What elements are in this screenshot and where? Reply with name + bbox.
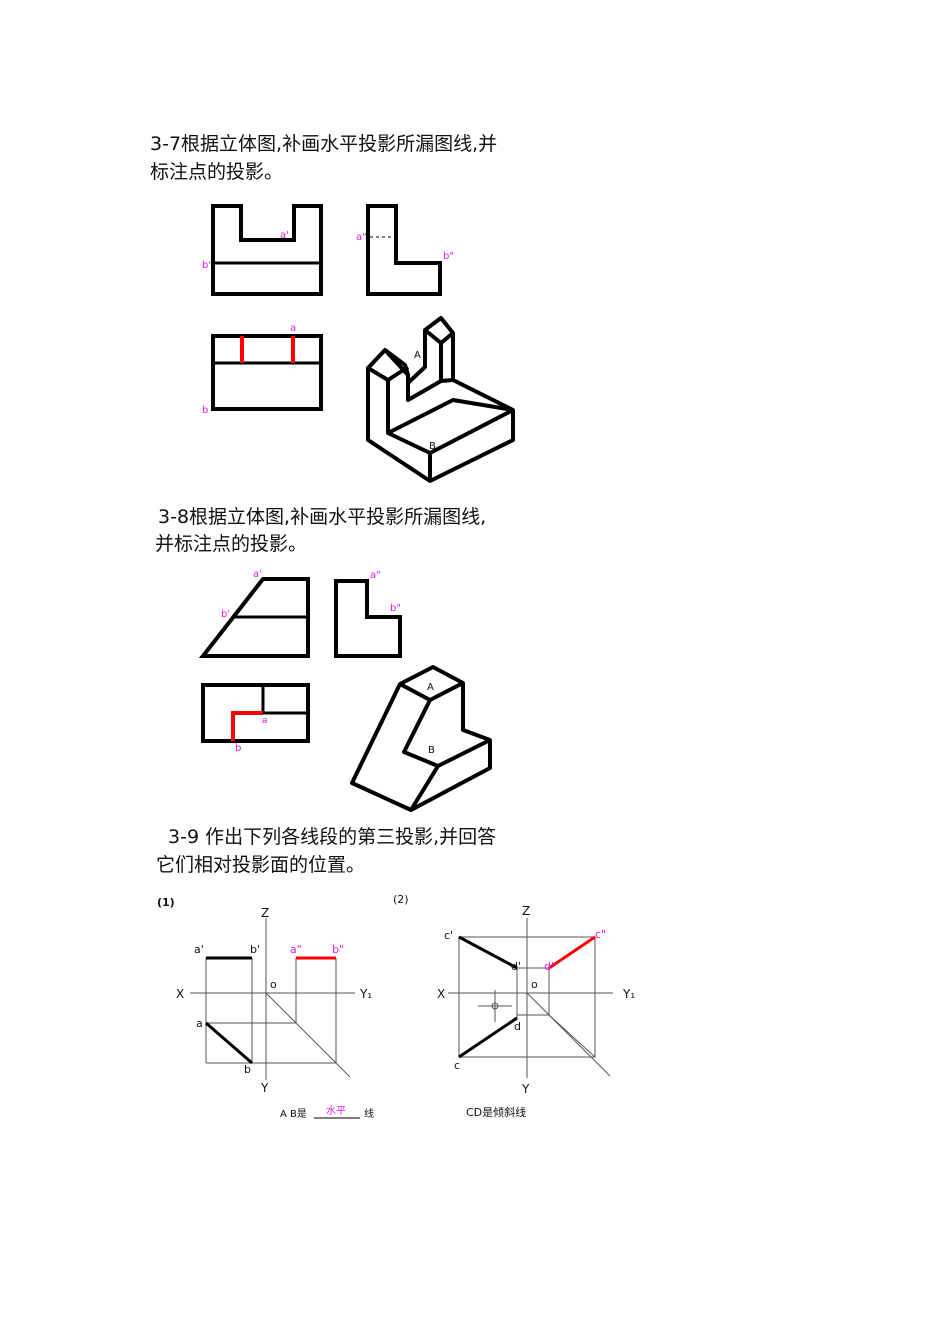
front-view-3-8 [198, 577, 310, 658]
part1-answer-prefix: A B是 [280, 1108, 307, 1120]
part2-axis-y: Y [521, 1082, 530, 1096]
part2-cd-side [548, 935, 596, 970]
part1-answer-fill: 水平 [326, 1105, 346, 1117]
label-3-7-a-front: a' [280, 230, 289, 241]
label-3-8-a-side: a" [370, 570, 381, 581]
part1-ab-top [205, 1021, 253, 1065]
part1-a-front: a' [194, 943, 204, 956]
label-3-8-b-side: b" [390, 603, 401, 614]
label-3-7-a-side: a" [356, 232, 367, 243]
part1-origin: o [270, 978, 277, 991]
label-3-7-b-front: b' [202, 260, 211, 271]
part2-cursor-mark [491, 1002, 499, 1010]
part2-d-side: d" [544, 960, 556, 973]
part2-cd-top [458, 1016, 518, 1059]
part2-axis-y1: Y₁ [622, 987, 635, 1001]
part1-axis-x: X [176, 987, 184, 1001]
part2-c-side: c" [595, 928, 606, 941]
label-3-8-iso-B: B [428, 745, 435, 756]
isometric-3-7 [366, 316, 515, 483]
label-3-8-b-top: b [235, 743, 241, 754]
label-3-8-b-front: b' [221, 609, 230, 620]
part2-origin: o [531, 978, 538, 991]
side-view-3-7 [366, 204, 442, 296]
part1-b-side: b" [332, 943, 344, 956]
section-3-8-title-line1: 3-8根据立体图,补画水平投影所漏图线, [158, 506, 487, 528]
front-view-3-7 [211, 204, 323, 296]
top-view-3-8-red-line [231, 711, 263, 741]
part2-d-front: d' [511, 960, 521, 973]
part1-a-top: a [196, 1017, 203, 1030]
part1-answer-suffix: 线 [364, 1107, 374, 1120]
top-view-3-7 [211, 334, 323, 411]
part1-axis-y1: Y₁ [359, 987, 372, 1001]
part2-d-top: d [514, 1020, 521, 1033]
part1-b-top: b [244, 1063, 251, 1076]
label-3-7-a-top: a [290, 323, 296, 334]
section-3-8-title-line2: 并标注点的投影。 [155, 533, 308, 555]
section-3-9-title-line1: 3-9 作出下列各线段的第三投影,并回答 [168, 826, 497, 848]
part2-axis-z: Z [522, 904, 530, 918]
section-3-9-title-line2: 它们相对投影面的位置。 [156, 854, 366, 876]
label-3-8-a-top: a [262, 716, 268, 726]
label-3-7-b-top: b [202, 405, 208, 416]
part2-c-top: c [454, 1059, 460, 1072]
part1-axis-z: Z [261, 906, 269, 920]
isometric-3-8 [350, 665, 492, 812]
part2-number: (2) [393, 893, 409, 906]
label-3-8-a-front: a' [253, 569, 262, 580]
part1-a-side: a" [290, 943, 302, 956]
side-view-3-8 [334, 579, 402, 658]
label-3-7-iso-B: B [429, 441, 436, 452]
part1-axis-y: Y [260, 1081, 269, 1095]
part1-axes [190, 918, 355, 1080]
label-3-7-b-side: b" [443, 251, 454, 262]
label-3-8-iso-A: A [427, 682, 434, 693]
section-3-7-title-line2: 标注点的投影。 [150, 161, 284, 183]
part2-answer: CD是倾斜线 [466, 1105, 526, 1119]
part1-b-front: b' [250, 943, 260, 956]
part2-axis-x: X [437, 987, 445, 1001]
part2-cd-front [458, 935, 518, 970]
section-3-7-title-line1: 3-7根据立体图,补画水平投影所漏图线,并 [150, 133, 498, 155]
part1-number: (1) [157, 896, 175, 909]
part2-c-front: c' [444, 929, 453, 942]
label-3-7-iso-A: A [414, 350, 421, 361]
